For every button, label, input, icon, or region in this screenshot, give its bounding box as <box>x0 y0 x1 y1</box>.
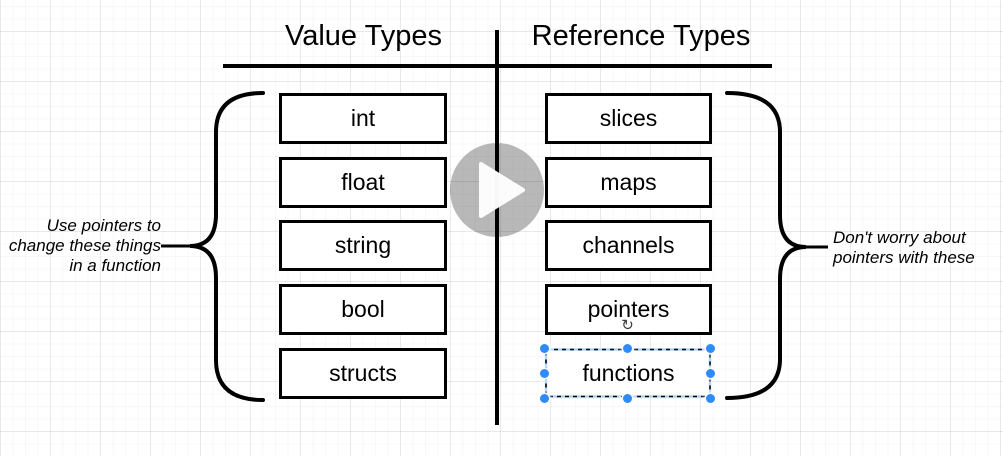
selection-handle-ne[interactable] <box>706 344 715 353</box>
type-box-slices[interactable]: slices <box>545 93 712 144</box>
type-box-int[interactable]: int <box>279 93 447 144</box>
box-label: structs <box>329 360 397 386</box>
type-box-bool[interactable]: bool <box>279 284 447 335</box>
play-icon <box>479 162 525 218</box>
value-types-title: Value Types <box>285 20 442 52</box>
box-label: int <box>350 105 376 131</box>
box-label: channels <box>582 232 675 258</box>
selection-handle-sw[interactable] <box>540 394 549 403</box>
right-brace <box>725 91 807 400</box>
type-box-maps[interactable]: maps <box>545 157 712 208</box>
reference-types-title: Reference Types <box>531 20 751 52</box>
selection-handle-nw[interactable] <box>540 344 549 353</box>
type-box-functions-selected[interactable]: functions <box>545 348 712 398</box>
box-label: pointers <box>587 296 670 322</box>
box-label: float <box>341 169 385 195</box>
left-annotation-line1: Use pointers to <box>46 216 161 235</box>
box-label: functions <box>582 359 675 386</box>
left-annotation: Use pointers to change these things in a… <box>0 216 161 276</box>
rotation-handle-icon[interactable]: ↻ <box>621 316 634 334</box>
type-box-structs[interactable]: structs <box>279 348 447 399</box>
type-box-float[interactable]: float <box>279 157 447 208</box>
left-annotation-line2: change these things <box>8 236 161 255</box>
video-play-button[interactable] <box>450 143 544 237</box>
right-annotation: Don't worry about pointers with these <box>833 228 1003 268</box>
type-box-string[interactable]: string <box>279 220 447 271</box>
left-annotation-line3: in a function <box>69 256 161 275</box>
selection-handle-s[interactable] <box>623 394 632 403</box>
right-annotation-line1: Don't worry about <box>833 228 966 247</box>
selection-handle-n[interactable] <box>623 344 632 353</box>
selection-handle-w[interactable] <box>540 369 549 378</box>
type-box-channels[interactable]: channels <box>545 220 712 271</box>
type-box-pointers[interactable]: pointers <box>545 284 712 335</box>
box-label: bool <box>341 296 385 322</box>
selection-handle-se[interactable] <box>706 394 715 403</box>
box-label: maps <box>600 169 657 195</box>
selection-handle-e[interactable] <box>706 369 715 378</box>
box-label: string <box>334 232 392 258</box>
right-annotation-line2: pointers with these <box>833 248 975 267</box>
column-divider-line <box>495 30 499 425</box>
left-brace <box>189 91 265 402</box>
box-label: slices <box>599 105 658 131</box>
